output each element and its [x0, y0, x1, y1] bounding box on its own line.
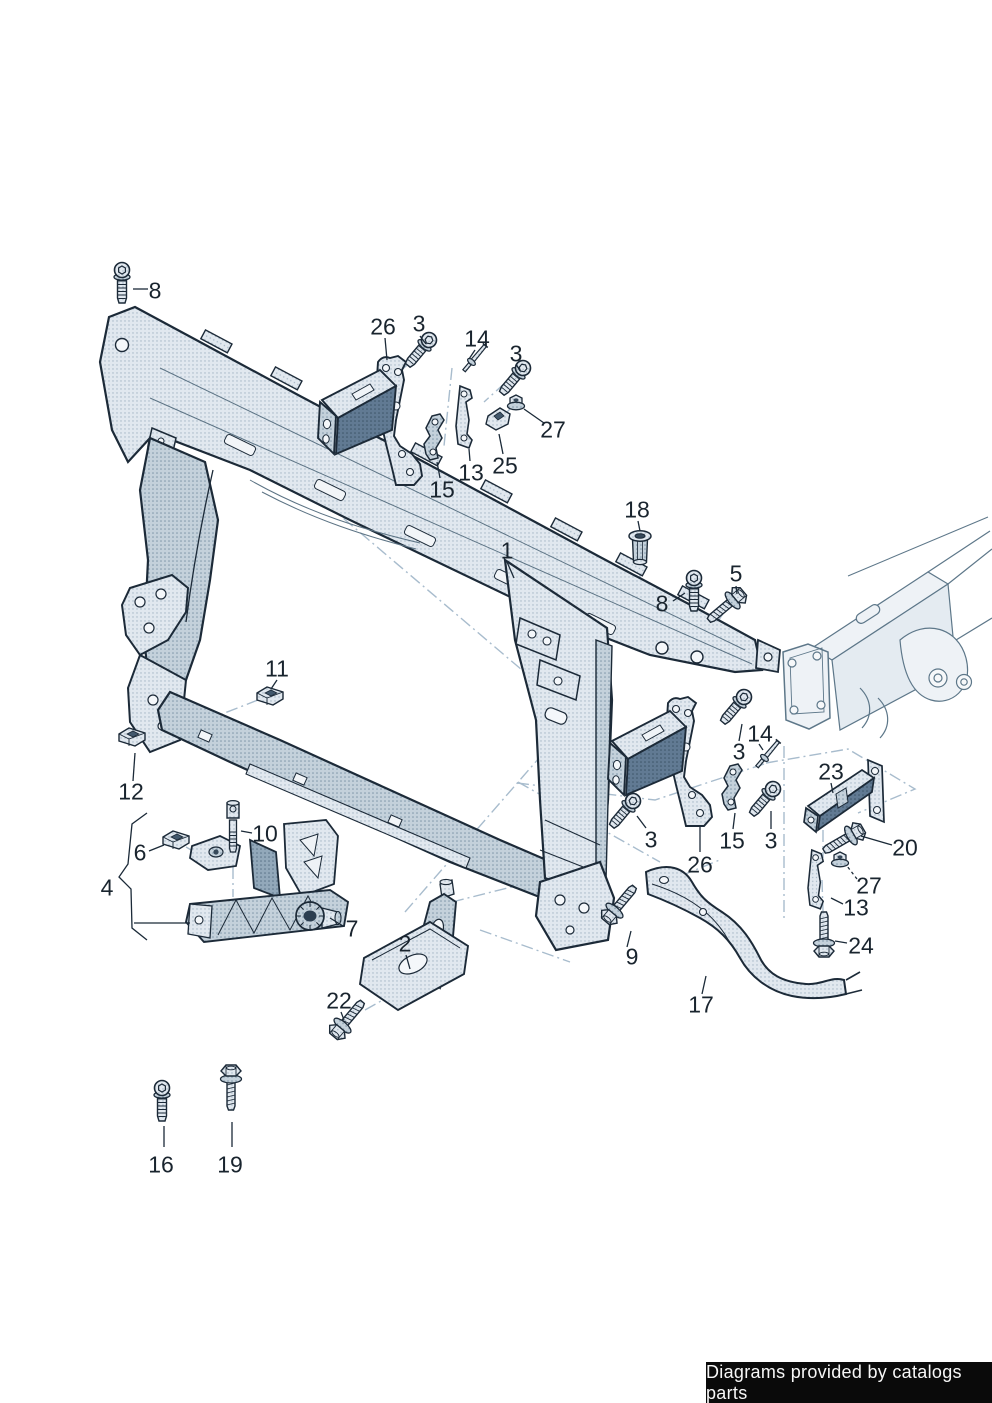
callout-14[interactable]: 14 [747, 720, 773, 747]
callout-3[interactable]: 3 [412, 310, 426, 337]
callout-3[interactable]: 3 [732, 738, 746, 765]
clip-nut-6 [162, 830, 190, 850]
callout-13[interactable]: 13 [458, 459, 484, 486]
callout-4[interactable]: 4 [100, 874, 114, 901]
strip-15-top [423, 413, 445, 461]
callout-15[interactable]: 15 [719, 827, 745, 854]
callout-27[interactable]: 27 [856, 872, 882, 899]
callout-19[interactable]: 19 [217, 1151, 243, 1178]
brace-17 [644, 866, 863, 1000]
footer-credit-bar: Diagrams provided by catalogs parts [706, 1362, 992, 1403]
screw-8-top [113, 261, 131, 304]
callout-12[interactable]: 12 [118, 778, 144, 805]
callout-2[interactable]: 2 [398, 930, 412, 957]
callout-11[interactable]: 11 [265, 655, 289, 682]
callout-16[interactable]: 16 [148, 1151, 174, 1178]
callout-3[interactable]: 3 [644, 826, 658, 853]
bracket-13-right [807, 849, 824, 910]
callout-24[interactable]: 24 [848, 932, 874, 959]
callout-9[interactable]: 9 [625, 943, 639, 970]
callout-8[interactable]: 8 [148, 277, 162, 304]
callout-10[interactable]: 10 [252, 820, 278, 847]
callout-15[interactable]: 15 [429, 476, 455, 503]
clip-25 [485, 407, 511, 431]
callout-26[interactable]: 26 [370, 313, 396, 340]
callout-5[interactable]: 5 [729, 560, 743, 587]
clip-nut-11 [256, 686, 284, 706]
callout-7[interactable]: 7 [345, 915, 359, 942]
callout-6[interactable]: 6 [133, 839, 147, 866]
frame-part-1 [98, 305, 781, 952]
side-member-ghost [782, 516, 992, 739]
screw-3-d [744, 777, 785, 821]
grommet-7 [295, 901, 342, 931]
callout-23[interactable]: 23 [818, 758, 844, 785]
nut-27-a [506, 394, 526, 411]
callout-22[interactable]: 22 [326, 987, 352, 1014]
callout-13[interactable]: 13 [843, 894, 869, 921]
leader-lines [118, 288, 893, 1147]
screw-16 [153, 1079, 171, 1122]
callout-20[interactable]: 20 [892, 834, 918, 861]
screw-19 [219, 1064, 243, 1111]
screw-5 [701, 582, 751, 630]
screw-24 [812, 911, 836, 958]
callout-3[interactable]: 3 [764, 827, 778, 854]
callout-27[interactable]: 27 [540, 416, 566, 443]
strip-15-right [721, 763, 743, 811]
bracket-13-top [455, 385, 473, 449]
callout-1[interactable]: 1 [500, 537, 514, 564]
callout-17[interactable]: 17 [688, 991, 714, 1018]
footer-credit-text: Diagrams provided by catalogs parts [706, 1361, 962, 1403]
callout-8[interactable]: 8 [655, 590, 669, 617]
nut-27-b [830, 851, 850, 868]
callout-3[interactable]: 3 [509, 340, 523, 367]
callout-26[interactable]: 26 [687, 851, 713, 878]
bracket-23 [803, 758, 885, 834]
callout-18[interactable]: 18 [624, 496, 650, 523]
bracket-2 [358, 878, 470, 1012]
callout-14[interactable]: 14 [464, 325, 490, 352]
callout-25[interactable]: 25 [492, 452, 518, 479]
